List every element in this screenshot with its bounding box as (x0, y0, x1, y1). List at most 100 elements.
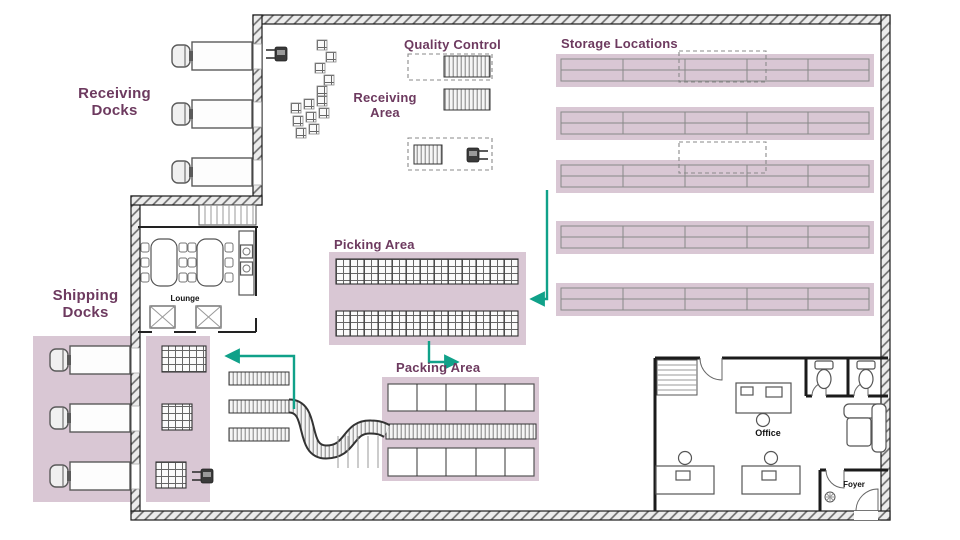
pallet-icon (316, 85, 328, 97)
monitor (761, 470, 777, 481)
picking-rack-row (335, 310, 519, 337)
pallet-icon (303, 98, 315, 110)
pallet-icon (316, 39, 328, 51)
office-door (699, 357, 723, 381)
office-chair (755, 412, 771, 428)
office-suite (653, 356, 888, 520)
lounge-table (150, 238, 178, 287)
label-lounge: Lounge (170, 294, 200, 303)
receiving-conveyor-block (443, 88, 491, 111)
rack-unit-dividers (349, 311, 505, 336)
rack-dividers (561, 112, 869, 134)
label-storage-locations: Storage Locations (561, 36, 678, 51)
truck (171, 41, 253, 71)
desk-with-chair (741, 450, 801, 495)
rack-dividers (561, 59, 869, 81)
packing-tables-bottom (387, 447, 535, 477)
flow-arrows (224, 190, 549, 409)
staging-rack (161, 345, 207, 373)
staging-rack (161, 403, 193, 431)
stair-treads (204, 205, 254, 225)
arrow-conveyor-to-shipping (224, 348, 296, 409)
lounge-room (138, 204, 258, 333)
monitor (675, 470, 691, 481)
lounge-table (196, 238, 224, 287)
rack-dividers (561, 165, 869, 187)
lounge-walls (138, 226, 258, 333)
arrow-storage-to-picking (529, 190, 549, 307)
office-chair (677, 450, 693, 466)
s-conveyor-belt (288, 400, 390, 458)
label-picking-area: Picking Area (334, 237, 415, 252)
label-shipping-docks: Shipping Docks (52, 287, 119, 322)
quality-control-area (407, 53, 493, 171)
storage-racks (560, 50, 870, 311)
rack-dividers (561, 226, 869, 248)
inspection-bay-outline (407, 137, 493, 171)
toilet (856, 360, 876, 390)
stairs (656, 359, 698, 396)
stair-treads (657, 364, 697, 391)
selected-bay-outline (678, 50, 767, 83)
qc-staging-outline (407, 53, 493, 81)
truck (171, 157, 253, 187)
conveyor-segment (228, 399, 290, 414)
truck (171, 99, 253, 129)
rack-unit-dividers (349, 259, 505, 284)
packing-conveyor (385, 423, 537, 440)
shipping-docks (49, 345, 140, 491)
pallet-icon (308, 123, 320, 135)
label-foyer: Foyer (843, 480, 865, 489)
burner (242, 247, 251, 256)
pallet-icon (292, 115, 304, 127)
receiving-docks (171, 41, 262, 187)
wall-top (252, 14, 891, 25)
table-cross (149, 305, 176, 329)
table-cross (195, 305, 222, 329)
picking-rack-row (335, 258, 519, 285)
pallet-icon (316, 95, 328, 107)
office-chair (763, 450, 779, 466)
rack-dividers (561, 288, 869, 310)
receiving-area-pallets (265, 39, 337, 139)
pallet-icon (290, 102, 302, 114)
conveyor-system (228, 371, 391, 468)
sink (239, 261, 254, 276)
dock-door (253, 43, 262, 70)
forklift-icon (265, 46, 288, 62)
dock-door (131, 463, 140, 490)
label-receiving-area: Receiving Area (353, 90, 417, 120)
lounge-chairs (140, 242, 234, 283)
label-packing-area: Packing Area (396, 360, 481, 375)
pallet-icon (325, 51, 337, 63)
dock-door (131, 405, 140, 432)
foyer-door (825, 469, 845, 489)
truck (49, 461, 131, 491)
toilet (814, 360, 834, 390)
picking-racks (335, 258, 519, 337)
stove (239, 244, 254, 259)
pallet-icon (318, 107, 330, 119)
conveyor-segment (228, 371, 290, 386)
label-quality-control: Quality Control (404, 37, 501, 52)
table-dividers (416, 384, 506, 411)
foyer-walls (818, 468, 888, 511)
shipping-staging (155, 345, 214, 489)
table-dividers (416, 448, 506, 476)
wall-lounge-north (130, 195, 263, 206)
label-receiving-docks: Receiving Docks (78, 85, 151, 120)
pallet-icon (314, 62, 326, 74)
dock-door (131, 347, 140, 374)
bathroom-walls (804, 358, 888, 398)
selected-bay-outline (678, 141, 767, 174)
truck (49, 403, 131, 433)
staging-rack (155, 461, 187, 489)
wall-bottom (130, 510, 891, 521)
forklift-icon (466, 147, 489, 163)
pallet-icon (305, 111, 317, 123)
desk-with-chair (655, 450, 715, 495)
pallet-icon (295, 127, 307, 139)
basin (242, 264, 251, 273)
